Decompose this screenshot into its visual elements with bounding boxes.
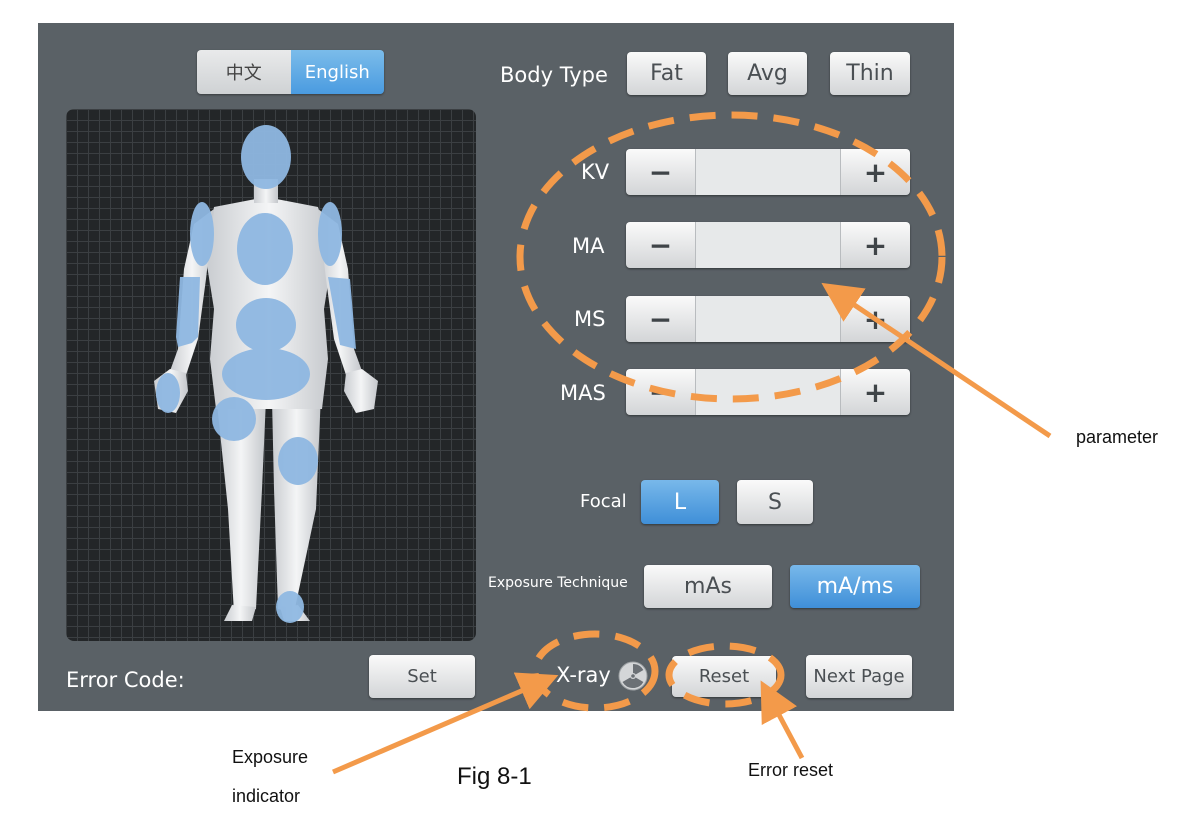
error-reset-annotation: Error reset	[748, 760, 834, 780]
parameter-annotation: parameter	[1076, 427, 1159, 447]
ms-value-field[interactable]	[695, 296, 841, 342]
exposure-technique-label: Exposure Technique	[488, 575, 628, 591]
ms-increase-button[interactable]: +	[841, 296, 910, 342]
body-type-fat-button[interactable]: Fat	[627, 52, 706, 95]
set-button[interactable]: Set	[369, 655, 475, 698]
ma-stepper[interactable]: − +	[626, 222, 910, 268]
next-page-button[interactable]: Next Page	[806, 655, 912, 698]
mas-decrease-button[interactable]: −	[626, 369, 695, 415]
ma-increase-button[interactable]: +	[841, 222, 910, 268]
ms-decrease-button[interactable]: −	[626, 296, 695, 342]
ms-label: MS	[574, 307, 606, 331]
technique-mas-button[interactable]: mAs	[644, 565, 772, 608]
language-english-button[interactable]: English	[290, 50, 384, 94]
mas-value-field[interactable]	[695, 369, 841, 415]
focal-large-button[interactable]: L	[641, 480, 719, 524]
language-toggle[interactable]: 中文 English	[197, 50, 384, 94]
xray-indicator-label: X-ray	[556, 663, 611, 687]
mas-increase-button[interactable]: +	[841, 369, 910, 415]
technique-ma-ms-button[interactable]: mA/ms	[790, 565, 920, 608]
focal-small-button[interactable]: S	[737, 480, 813, 524]
body-type-avg-button[interactable]: Avg	[728, 52, 807, 95]
human-body-figure[interactable]	[66, 109, 476, 641]
kv-decrease-button[interactable]: −	[626, 149, 695, 195]
reset-button[interactable]: Reset	[672, 656, 776, 697]
error-code-label: Error Code:	[66, 668, 185, 692]
kv-stepper[interactable]: − +	[626, 149, 910, 195]
focal-label: Focal	[580, 491, 627, 512]
language-chinese-button[interactable]: 中文	[197, 50, 291, 94]
exposure-annotation-line2: indicator	[232, 786, 301, 806]
ma-value-field[interactable]	[695, 222, 841, 268]
ma-decrease-button[interactable]: −	[626, 222, 695, 268]
body-type-label: Body Type	[500, 63, 608, 87]
mas-label: MAS	[560, 381, 606, 405]
ms-stepper[interactable]: − +	[626, 296, 910, 342]
exposure-annotation-line1: Exposure	[232, 747, 309, 767]
radiation-icon	[618, 661, 648, 691]
body-type-thin-button[interactable]: Thin	[830, 52, 910, 95]
body-diagram-panel	[66, 109, 476, 641]
figure-caption: Fig 8-1	[457, 763, 532, 790]
ma-label: MA	[572, 234, 605, 258]
mas-stepper[interactable]: − +	[626, 369, 910, 415]
kv-value-field[interactable]	[695, 149, 841, 195]
kv-label: KV	[581, 160, 610, 184]
kv-increase-button[interactable]: +	[841, 149, 910, 195]
